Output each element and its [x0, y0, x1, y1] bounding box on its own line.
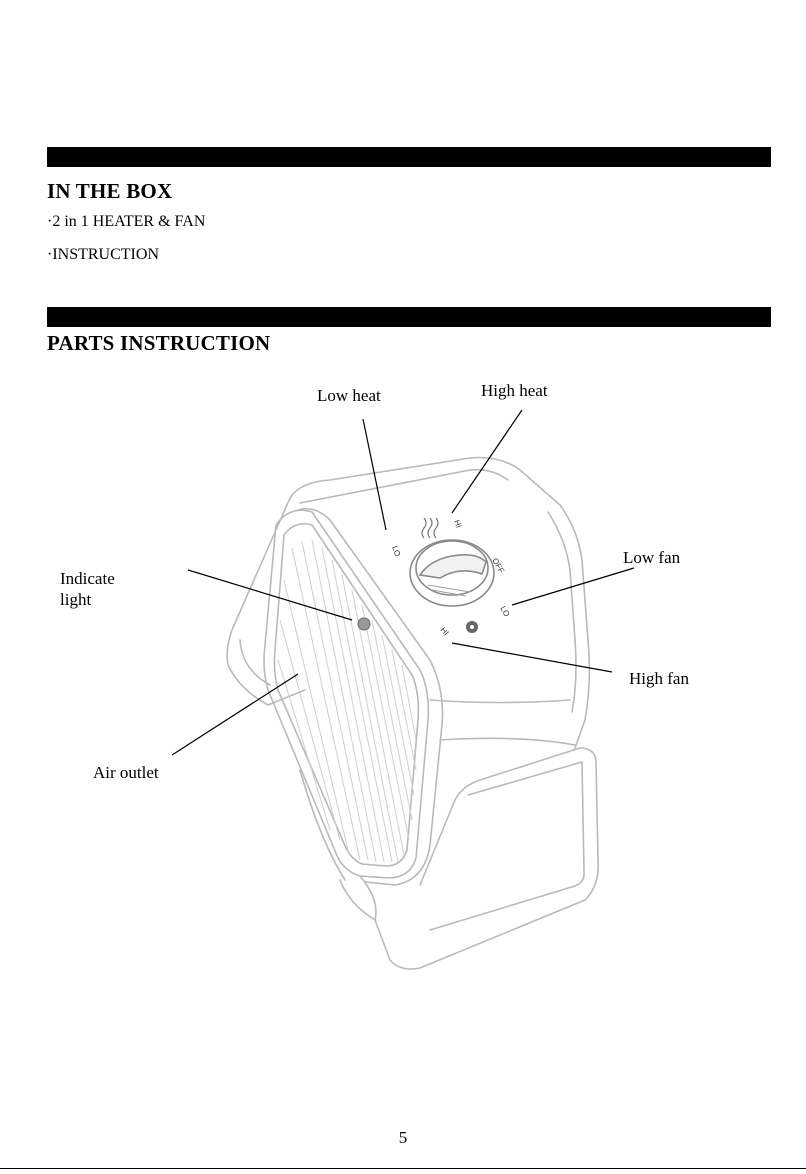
callout-low-fan: Low fan	[623, 547, 680, 568]
callout-air-outlet: Air outlet	[93, 762, 159, 783]
callout-indicate-light: Indicate light	[60, 568, 115, 610]
callout-high-fan: High fan	[629, 668, 689, 689]
dial-label-high-fan: HI	[438, 626, 450, 638]
page-number: 5	[0, 1128, 806, 1148]
callout-high-heat: High heat	[481, 380, 548, 401]
dial-label-high-heat: HI	[452, 519, 463, 530]
callout-indicate-light-line2: light	[60, 589, 115, 610]
dial-label-low-heat: LO	[390, 545, 402, 558]
bottom-rule	[0, 1168, 806, 1169]
callout-indicate-light-line1: Indicate	[60, 568, 115, 589]
dial-label-low-fan: LO	[498, 605, 511, 619]
callout-low-heat: Low heat	[317, 385, 381, 406]
